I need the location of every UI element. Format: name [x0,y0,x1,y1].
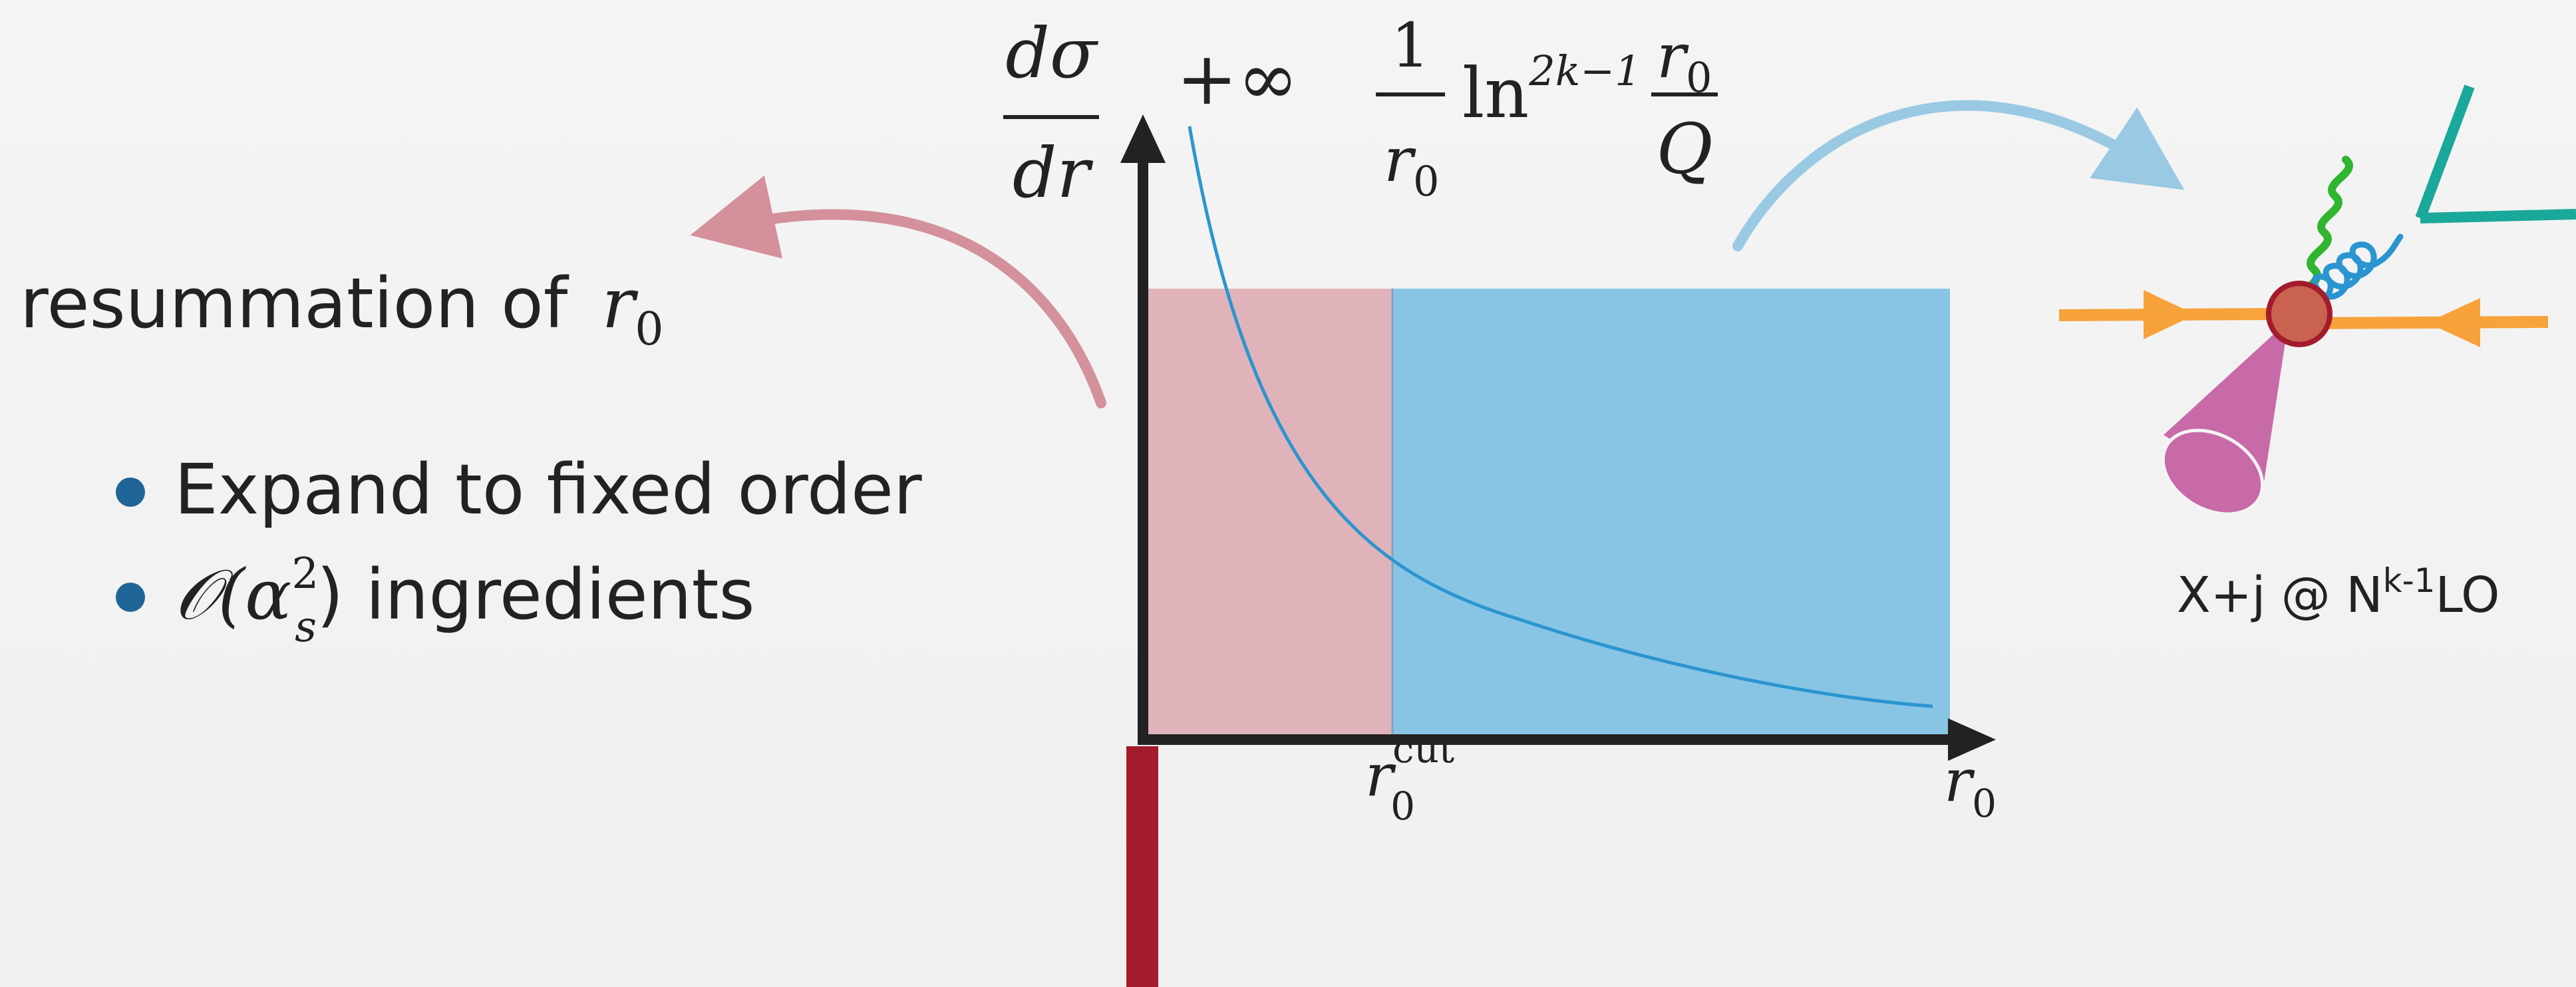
cone-base [2161,428,2265,516]
asymptotic-formula: 1 r0 ln2k−1 r0 Q [1376,10,1718,206]
event-sketch [2058,84,2576,516]
formula-ratio-numerator: r0 [1657,21,1712,102]
cut-label: r0cut [1365,726,1454,829]
plus-infinity-label: +∞ [1176,36,1299,121]
fixed-order-region [1392,289,1950,740]
teal-jet-horizontal [2420,209,2576,223]
formula-fraction-denominator: r0 [1384,124,1439,206]
heading: resummation of r0 [20,263,663,356]
red-marker-bar [1126,746,1158,987]
beam-right-arrowhead [2427,298,2480,347]
x-axis-label: r0 [1944,746,1997,826]
beam-left-arrowhead [2144,290,2195,339]
process-caption: X+j @ Nk-1LO [2177,561,2499,624]
y-label-denominator: dr [1013,132,1094,213]
formula-ratio-denominator: Q [1656,108,1712,190]
left-panel: resummation of r0 Expand to fixed order … [20,263,922,652]
formula-fraction-numerator: 1 [1391,10,1430,81]
teal-jet-diagonal [2415,84,2475,220]
bullet-dot [116,478,145,507]
plot: dσ dr +∞ 1 r0 ln2k−1 r0 Q r0cut r0 [1003,10,1997,987]
y-axis-arrowhead [1120,114,1166,163]
beam-right [2301,316,2549,329]
bullet-dot [116,583,145,612]
resummation-region [1148,289,1392,740]
differential-curve [1188,126,1933,708]
right-curved-arrow [1732,100,2185,251]
x-axis-arrowhead [1948,718,1996,761]
formula-log: ln2k−1 [1462,47,1641,134]
bullet-1-text: Expand to fixed order [174,449,922,530]
interaction-vertex [2266,281,2333,347]
y-label-numerator: dσ [1005,13,1099,94]
left-curved-arrow [690,175,1106,408]
